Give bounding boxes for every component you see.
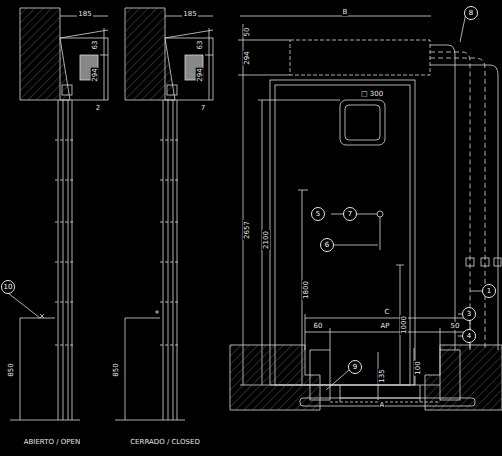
callout-circle: 5 <box>311 207 325 221</box>
dimension-text: 185 <box>182 10 197 18</box>
callout-number: 3 <box>467 311 471 318</box>
callout-circle: 10 <box>1 280 15 294</box>
callout-circle: 6 <box>320 238 334 252</box>
callout-number: 4 <box>467 333 471 340</box>
dimension-text: B <box>342 8 349 16</box>
dimension-text: 294 <box>243 50 251 65</box>
dimension-text: 294 <box>91 67 99 82</box>
dimension-text: 63 <box>196 40 204 51</box>
callout-number: 5 <box>316 211 320 218</box>
view-caption: ABIERTO / OPEN <box>23 438 81 446</box>
dimension-text: 1800 <box>302 280 310 300</box>
dimension-text: A <box>379 401 386 409</box>
dimension-text: 2100 <box>262 230 270 250</box>
dimension-text: 135 <box>378 368 386 383</box>
callout-number: 7 <box>348 211 352 218</box>
callout-number: 8 <box>469 10 473 17</box>
dimension-text: 850 <box>112 362 120 377</box>
dimension-text: 7 <box>200 104 206 112</box>
dimension-text: 2657 <box>243 220 251 240</box>
view-caption: CERRADO / CLOSED <box>129 438 201 446</box>
callout-number: 6 <box>325 242 329 249</box>
dimension-text: 60 <box>313 322 324 330</box>
dimension-text: □ 300 <box>360 90 384 98</box>
callout-circle: 3 <box>462 307 476 321</box>
dimension-text: 185 <box>77 10 92 18</box>
callout-circle: 8 <box>464 6 478 20</box>
dimension-text: 2 <box>95 104 101 112</box>
callout-number: 10 <box>4 284 13 291</box>
dimension-text: 850 <box>7 362 15 377</box>
dimension-text: 63 <box>91 40 99 51</box>
callout-number: 1 <box>487 288 491 295</box>
callout-number: 9 <box>353 364 357 371</box>
callout-circle: 1 <box>482 284 496 298</box>
callout-circle: 7 <box>343 207 357 221</box>
dimension-text: 100 <box>414 360 422 375</box>
dimension-text: C <box>384 308 391 316</box>
dimension-text: 294 <box>196 67 204 82</box>
dimension-text: 50 <box>243 27 251 38</box>
dimension-text: AP <box>379 322 390 330</box>
callout-circle: 9 <box>348 360 362 374</box>
dimension-text: 50 <box>450 322 461 330</box>
dimension-text: 1000 <box>400 315 408 335</box>
callout-circle: 4 <box>462 329 476 343</box>
